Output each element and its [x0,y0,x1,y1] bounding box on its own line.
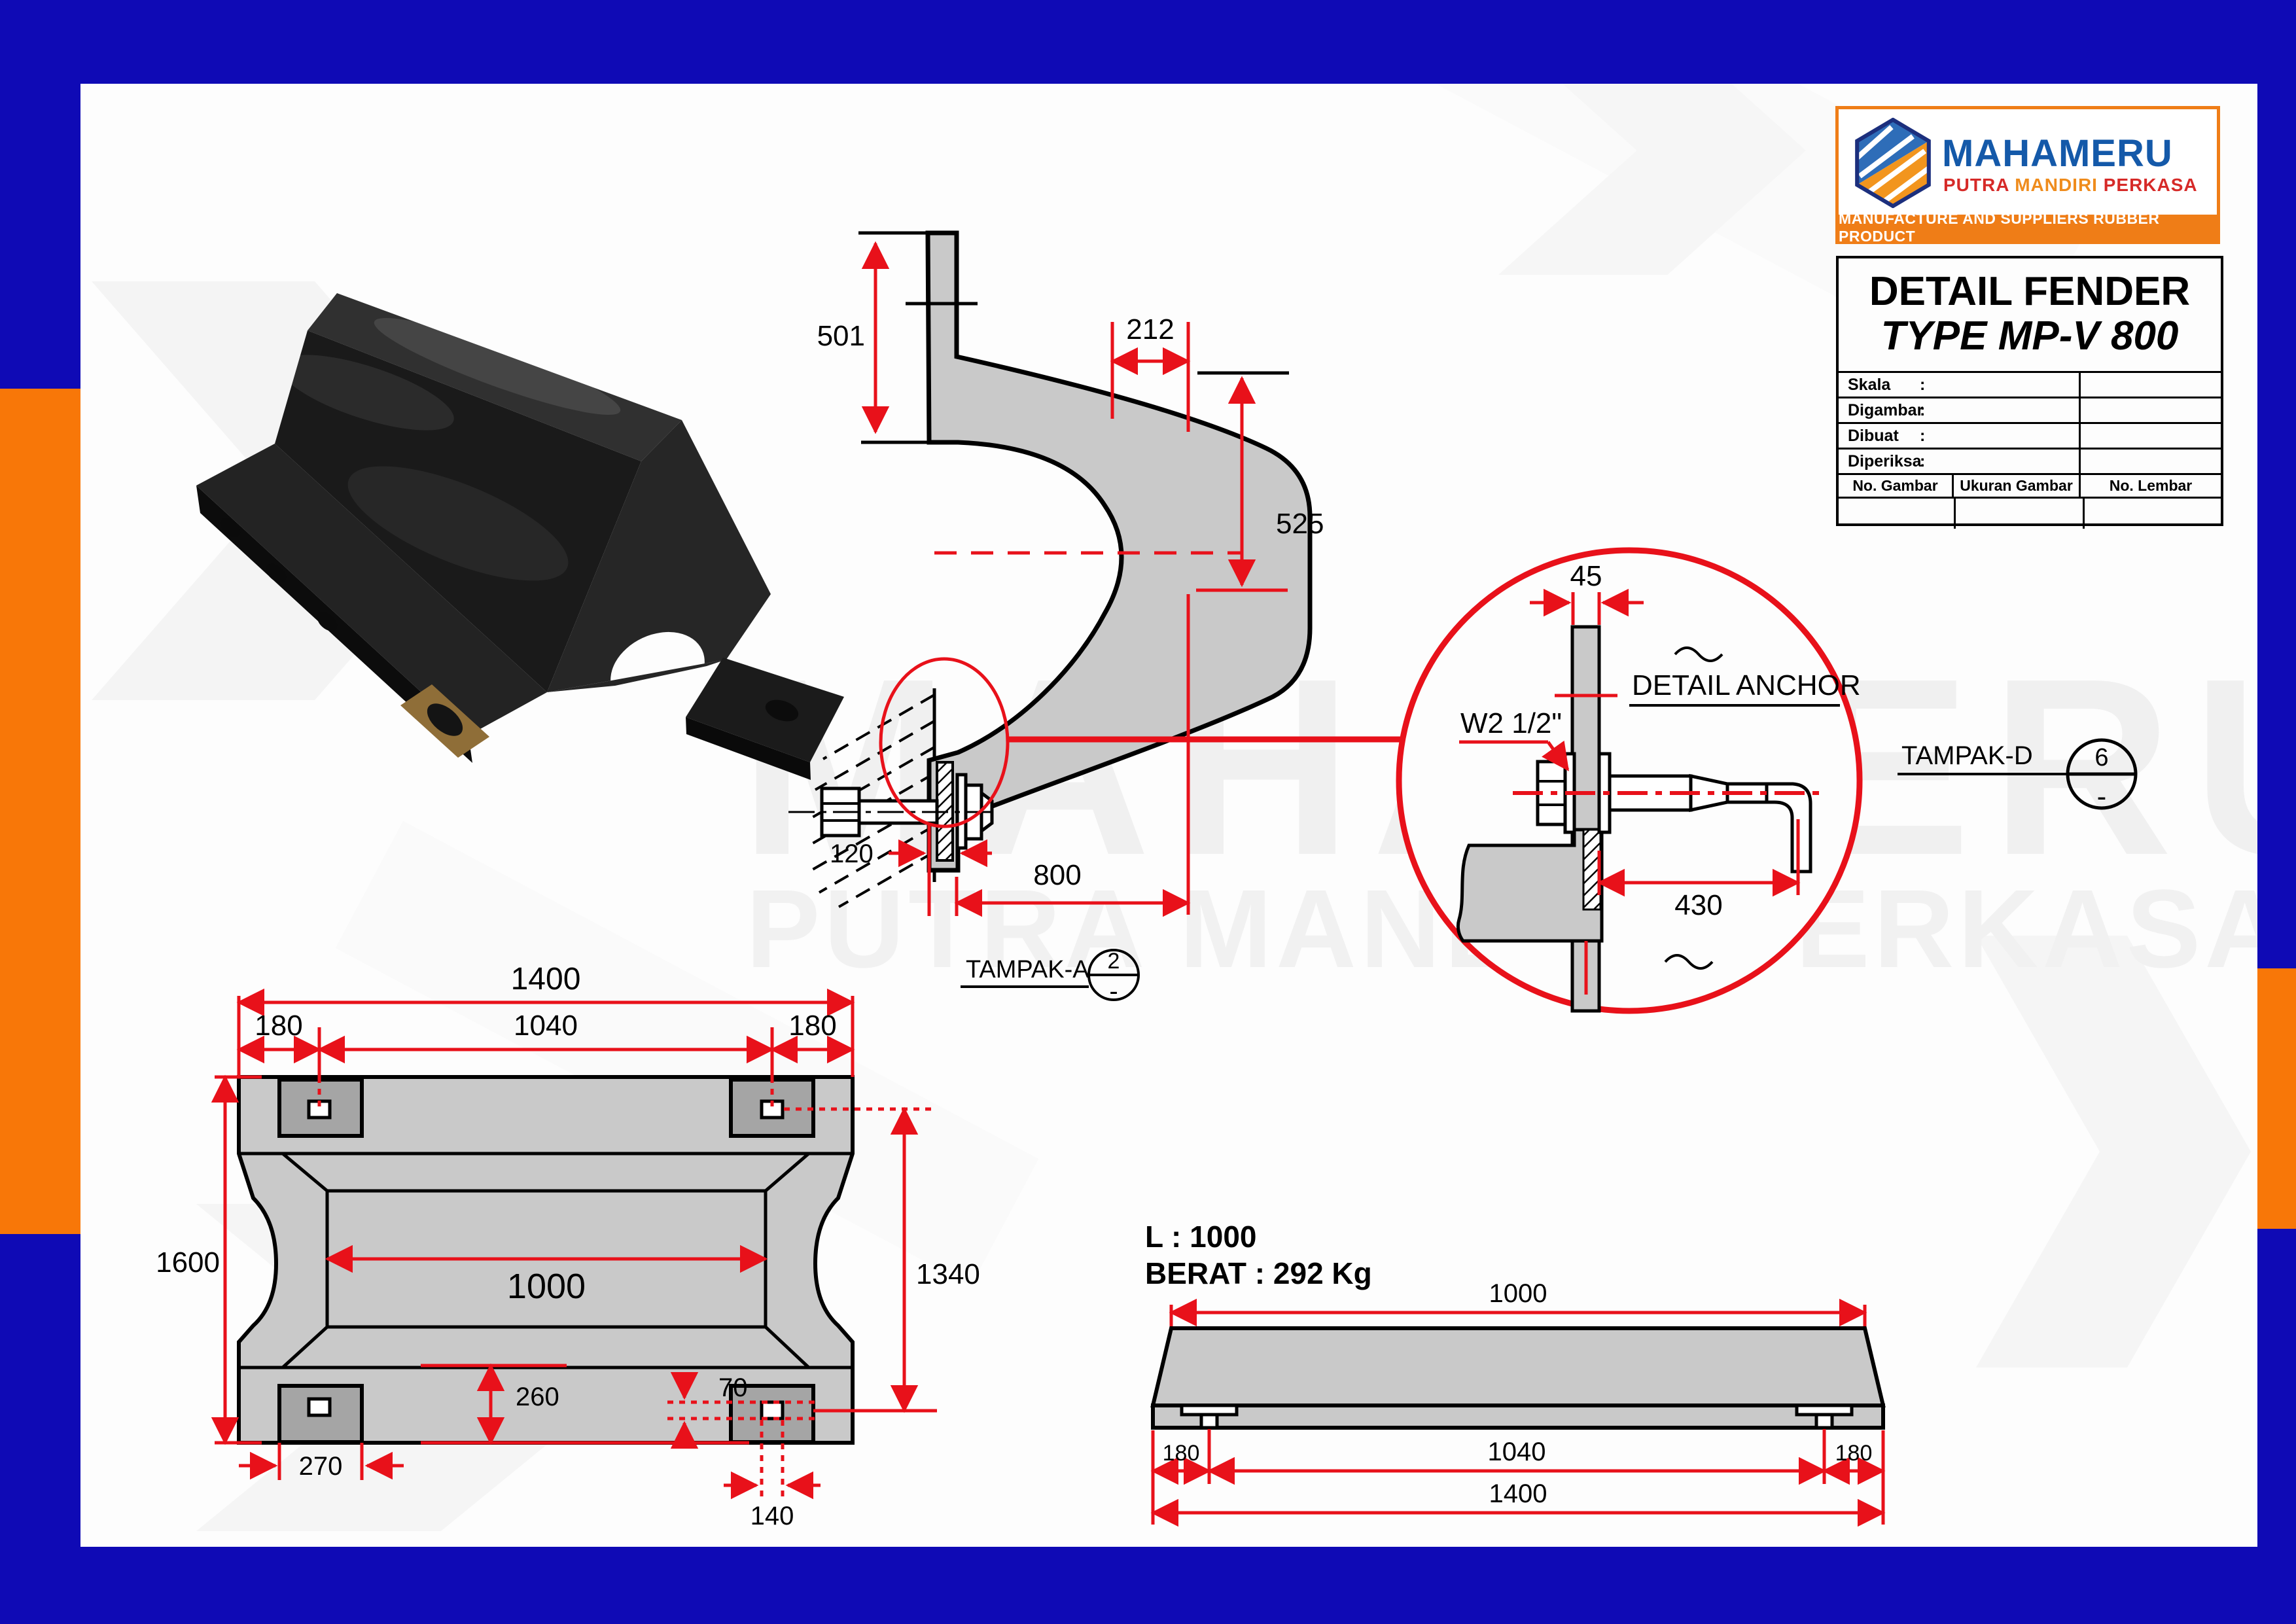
frame-left-orange [0,389,80,1234]
view-label-tampak-a: TAMPAK-A [966,956,1089,983]
detail-anchor-title: DETAIL ANCHOR [1632,669,1861,701]
break-symbol [1664,954,1714,970]
dim-212: 212 [1126,313,1174,345]
product-photo [196,293,844,780]
company-name: MAHAMERU [1942,132,2173,175]
dim-120: 120 [830,839,874,868]
anchor-bolt [788,773,996,850]
break-symbol [1674,646,1723,662]
view-number: 2 [1108,949,1120,974]
dim-1340: 1340 [916,1258,980,1290]
slab-base [1151,1403,1885,1430]
dibuat-value [2081,424,2221,448]
frame-top [0,0,2296,84]
dim-525: 525 [1276,508,1324,540]
dim-1040: 1040 [514,1010,578,1042]
frame-right [2257,0,2296,1624]
weight-label: BERAT : 292 Kg [1145,1256,1372,1290]
title-block: DETAIL FENDER TYPE MP-V 800 Skala: Digam… [1836,256,2223,529]
dim-180-right: 180 [788,1010,836,1042]
frame-bottom [0,1547,2296,1624]
title-block-row-digambar: Digambar: [1839,397,2221,422]
company-tagline-banner: MANUFACTURE AND SUPPLIERS RUBBER PRODUCT [1839,210,2217,245]
title-block-row-diperiksa: Diperiksa: [1839,448,2221,473]
plan-view-drawing: 1400 180 1040 180 1600 1000 1340 [156,962,980,1530]
skala-value [2081,373,2221,397]
dim-180-left: 180 [255,1010,302,1042]
title-block-footer-cells [1839,497,2221,529]
dim-501: 501 [817,320,865,352]
drawing-title: DETAIL FENDER TYPE MP-V 800 [1839,258,2221,371]
view-sheet: - [2097,781,2107,813]
title-block-row-skala: Skala: [1839,371,2221,397]
dim-1040: 1040 [1488,1438,1546,1466]
dim-180-right: 180 [1835,1441,1873,1466]
dim-270: 270 [299,1452,343,1481]
view-sheet: - [1109,977,1118,1006]
concrete-block [1456,828,1604,943]
view-number: 6 [2094,744,2108,771]
bolt-size-label: W2 1/2" [1460,707,1562,739]
dim-70: 70 [718,1373,748,1402]
length-label: L : 1000 [1145,1220,1256,1254]
detail-callout-circle [879,657,1010,828]
company-subtitle: PUTRA MANDIRI PERKASA [1943,175,2198,195]
dim-1000: 1000 [507,1267,586,1306]
drawing-title-line2: TYPE MP-V 800 [1881,313,2179,359]
dim-1400: 1400 [511,962,581,997]
drawing-title-line1: DETAIL FENDER [1869,269,2191,314]
dim-140: 140 [751,1502,794,1530]
frame-right-orange [2257,968,2296,1229]
anchor-detail-drawing: 45 DETAIL ANCHOR W2 1/2" 430 TAMPAK-D 6 … [1396,547,2138,1014]
company-logo: MAHAMERU PUTRA MANDIRI PERKASA MANUFACTU… [1835,106,2220,245]
logo-hexagon-icon [1854,118,1931,208]
diperiksa-value [2081,450,2221,473]
slab-top [1150,1326,1886,1407]
dim-800: 800 [1033,859,1081,891]
dim-260: 260 [516,1383,559,1411]
dim-180-left: 180 [1163,1441,1200,1466]
digambar-value [2081,398,2221,422]
title-block-row-dibuat: Dibuat: [1839,422,2221,448]
dim-1400: 1400 [1489,1479,1547,1508]
side-view-drawing: L : 1000 BERAT : 292 Kg 1000 180 1040 [1145,1220,1886,1527]
wall-hatch [811,694,936,908]
view-label-tampak-d: TAMPAK-D [1901,741,2033,770]
dim-45: 45 [1570,560,1602,592]
title-block-headers: No. Gambar Ukuran Gambar No. Lembar [1839,473,2221,497]
dim-1600: 1600 [156,1246,220,1279]
dim-430: 430 [1674,889,1722,921]
dim-1000: 1000 [1489,1279,1547,1308]
cross-section-drawing: 501 212 525 120 800 TAMP [788,230,1400,1006]
